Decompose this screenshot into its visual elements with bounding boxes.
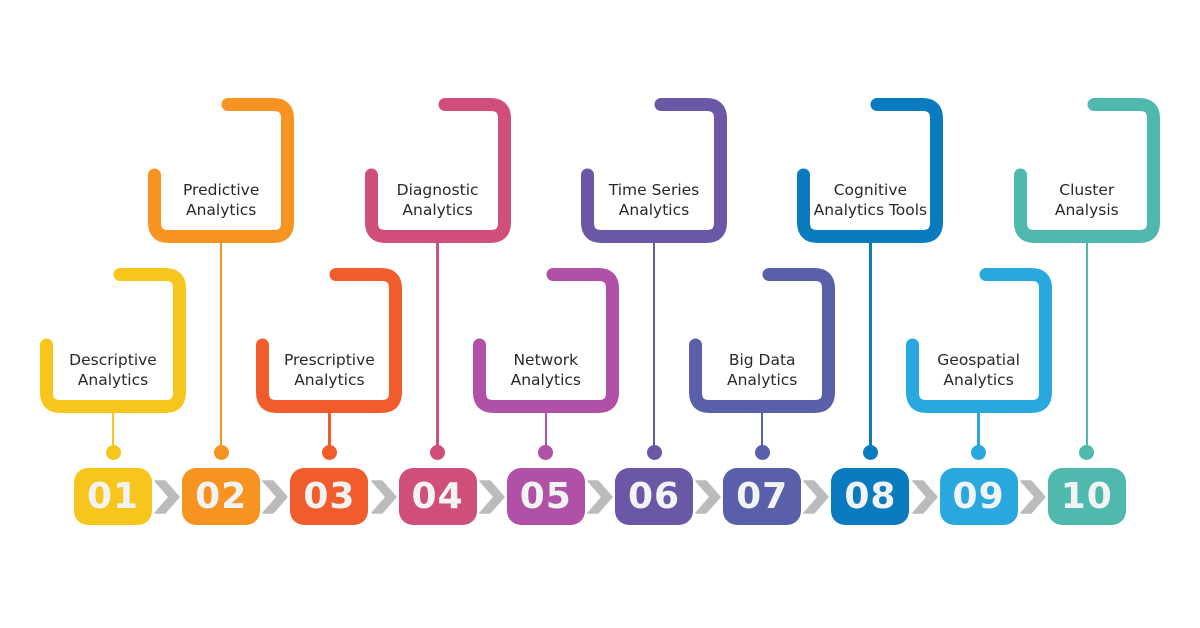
analytics-step: Network Analytics 05 — [472, 268, 619, 527]
step-label: Prescriptive Analytics — [246, 350, 412, 390]
step-label-line1: Big Data — [728, 351, 796, 369]
step-number-badge: 05 — [506, 468, 585, 525]
label-frame-bracket — [148, 98, 295, 243]
step-number-badge: 02 — [182, 468, 261, 525]
chevron-right-icon — [478, 480, 505, 514]
step-label-line1: Prescriptive — [283, 351, 375, 369]
step-label-line1: Descriptive — [69, 351, 157, 369]
connector-dot — [538, 444, 554, 460]
step-label-line2: Analytics — [402, 201, 473, 219]
step-label-line2: Analytics — [294, 371, 365, 389]
analytics-step: Diagnostic Analytics 04 — [364, 98, 511, 527]
step-number-badge: 01 — [74, 468, 152, 525]
chevron-right-icon — [803, 480, 830, 514]
step-label: Geospatial Analytics — [896, 350, 1062, 390]
analytics-step: Cognitive Analytics Tools 08 — [797, 98, 944, 527]
label-frame-bracket — [797, 98, 944, 243]
chevron-right-icon — [587, 480, 613, 514]
chevron-right-icon — [154, 480, 180, 514]
chevron-right-icon — [695, 480, 721, 514]
connector-dot — [754, 444, 770, 460]
step-label-line1: Time Series — [608, 181, 700, 199]
step-label-line2: Analytics — [77, 371, 149, 389]
chevron-right-icon — [911, 480, 938, 514]
analytics-step: Cluster Analysis 10 — [1013, 98, 1160, 527]
connector-line — [1085, 230, 1089, 452]
label-frame-bracket — [581, 98, 727, 243]
step-number-badge: 07 — [723, 468, 802, 525]
label-frame-bracket — [905, 268, 1052, 413]
connector-dot — [213, 444, 229, 460]
step-label-line2: Analytics — [618, 201, 690, 219]
label-frame-bracket — [40, 268, 186, 413]
connector-dot — [862, 444, 878, 460]
step-label-line2: Analytics Tools — [813, 201, 928, 219]
chevron-right-icon — [262, 480, 289, 514]
step-number-badge: 08 — [831, 468, 910, 525]
chevron-right-icon — [1019, 480, 1046, 514]
label-frame-bracket — [256, 268, 403, 413]
step-label: Network Analytics — [463, 350, 629, 390]
connector-line — [652, 230, 656, 452]
step-label-line1: Geospatial — [937, 351, 1020, 369]
analytics-step: Prescriptive Analytics 03 — [256, 268, 403, 527]
step-number-badge: 10 — [1047, 468, 1126, 525]
analytics-step: Time Series Analytics 06 — [581, 98, 727, 527]
label-frame-bracket — [689, 268, 836, 413]
connector-dot — [105, 444, 121, 460]
step-label-line1: Cognitive — [833, 181, 908, 199]
step-label: Diagnostic Analytics — [355, 180, 521, 220]
step-label: Cognitive Analytics Tools — [787, 180, 953, 220]
connector-line — [219, 230, 223, 452]
connector-line — [760, 400, 764, 452]
step-label-line1: Predictive — [182, 181, 260, 199]
connector-line — [869, 230, 872, 452]
connector-dot — [1079, 444, 1095, 460]
connector-dot — [971, 444, 987, 460]
connector-line — [544, 400, 548, 452]
step-number-badge: 04 — [398, 468, 477, 525]
step-label-line2: Analysis — [1054, 201, 1119, 219]
analytics-step: Geospatial Analytics 09 — [905, 268, 1052, 527]
step-label: Big Data Analytics — [679, 350, 845, 390]
step-label-line2: Analytics — [943, 371, 1014, 389]
label-frame-bracket — [1013, 98, 1160, 243]
step-number-badge: 03 — [290, 468, 369, 525]
connector-dot — [430, 444, 446, 460]
step-label-line1: Cluster — [1059, 181, 1115, 199]
connector-dot — [646, 444, 662, 460]
step-number-badge: 09 — [939, 468, 1018, 525]
step-label-line1: Network — [513, 351, 579, 369]
step-label: Descriptive Analytics — [30, 350, 196, 390]
chevron-right-icon — [370, 480, 397, 514]
connector-line — [436, 230, 439, 452]
step-label-line2: Analytics — [726, 371, 798, 389]
connector-line — [111, 400, 115, 452]
analytics-step: Descriptive Analytics 01 — [40, 268, 186, 527]
step-number-badge: 06 — [615, 468, 693, 525]
label-frame-bracket — [364, 98, 511, 243]
step-label: Time Series Analytics — [571, 180, 737, 220]
step-label: Predictive Analytics — [138, 180, 304, 220]
step-label-line2: Analytics — [510, 371, 581, 389]
label-frame-bracket — [472, 268, 619, 413]
connector-line — [328, 400, 331, 452]
analytics-step: Predictive Analytics 02 — [148, 98, 295, 527]
analytics-step: Big Data Analytics 07 — [689, 268, 836, 527]
step-label-line1: Diagnostic — [396, 181, 479, 199]
step-label: Cluster Analysis — [1004, 180, 1170, 220]
connector-dot — [321, 444, 337, 460]
connector-line — [977, 400, 980, 452]
step-label-line2: Analytics — [185, 201, 257, 219]
